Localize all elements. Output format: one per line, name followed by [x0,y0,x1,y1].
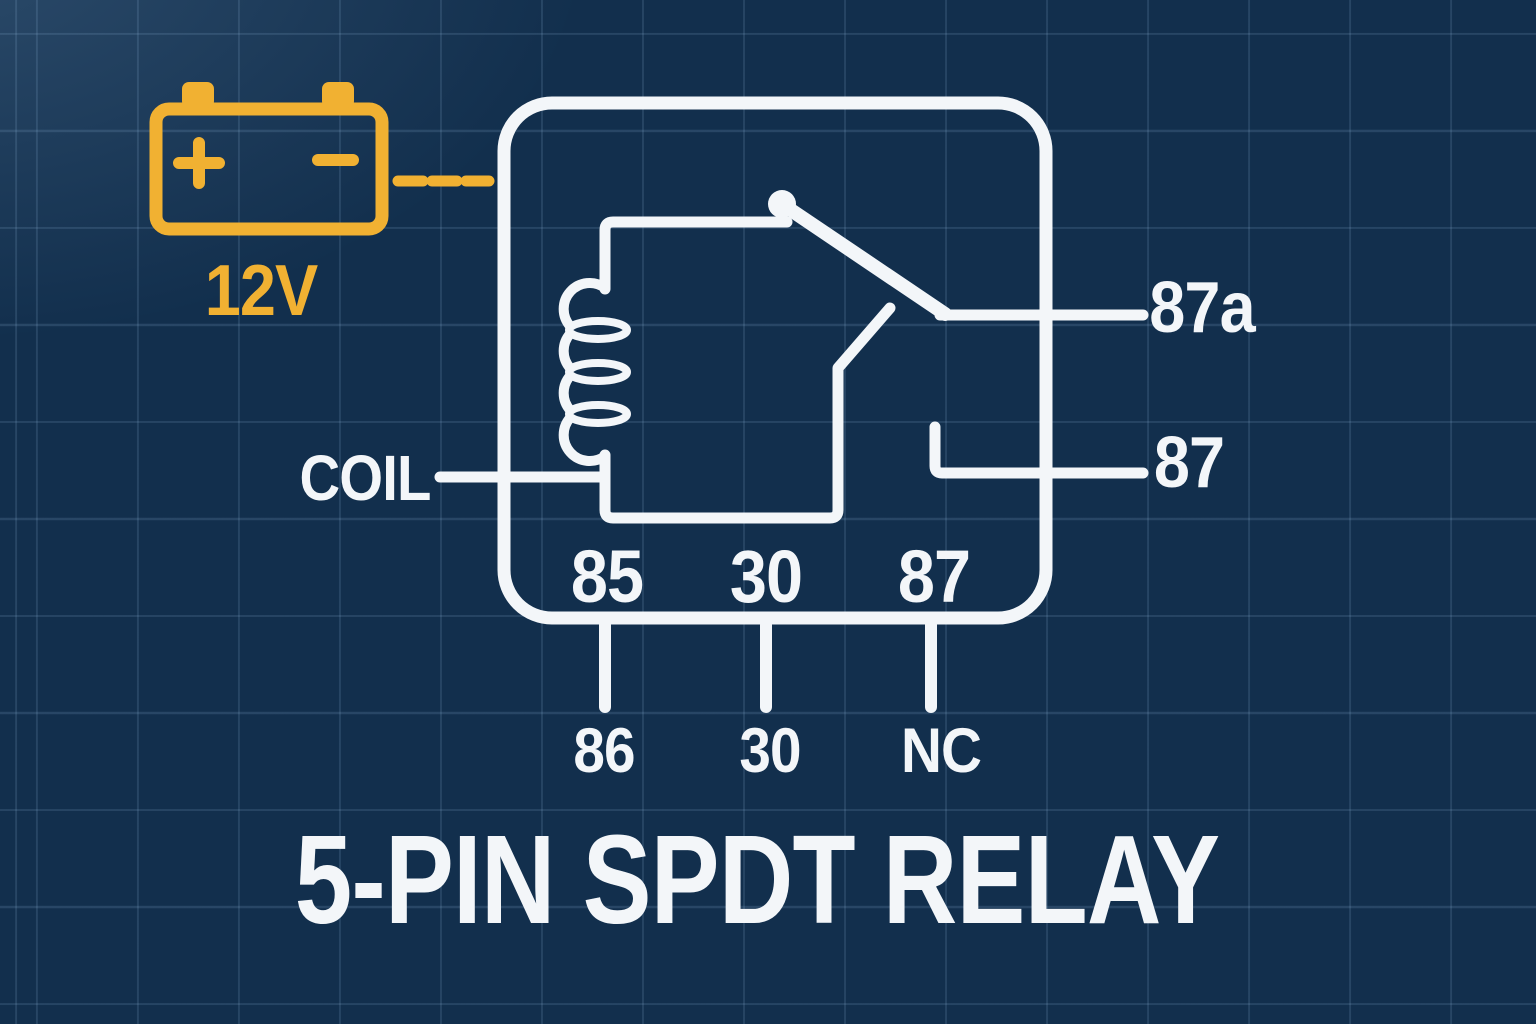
battery-plus-symbol [173,137,225,189]
terminal-87-label: 87 [1154,422,1224,503]
relay-pins [599,619,937,713]
pin-label-30-bottom: 30 [739,715,800,785]
diagram-title: 5-PIN SPDT RELAY [295,810,1220,950]
relay-internal-circuit [434,190,1149,524]
battery-terminal-post-left [182,82,214,108]
battery-icon: 12V [149,82,495,331]
battery-body [149,102,389,236]
coil-crossover-loop [565,401,631,427]
pin-label-86: 86 [573,715,634,785]
switch-blade [775,197,952,321]
normally-open-contact-wire [599,302,896,524]
battery-terminal-post-right [322,82,354,108]
pin-label-nc: NC [901,715,981,785]
pin-labels-below: 86 30 NC [573,715,982,785]
coil-top-rail-wire [599,216,793,295]
coil-crossover-loop [565,359,631,385]
coil-label: COIL [300,442,431,514]
battery-voltage-label: 12V [205,250,319,331]
pin-label-85: 85 [571,535,643,618]
pin-labels-inside: 85 30 87 [571,535,971,618]
terminal-87-contact-wire [929,421,1149,479]
coil-crossover-loop [565,317,631,343]
terminal-87a-label: 87a [1149,267,1256,348]
pin-label-30-top: 30 [730,535,802,618]
pin-label-87-top: 87 [898,535,970,618]
relay-body-outline [497,96,1053,625]
